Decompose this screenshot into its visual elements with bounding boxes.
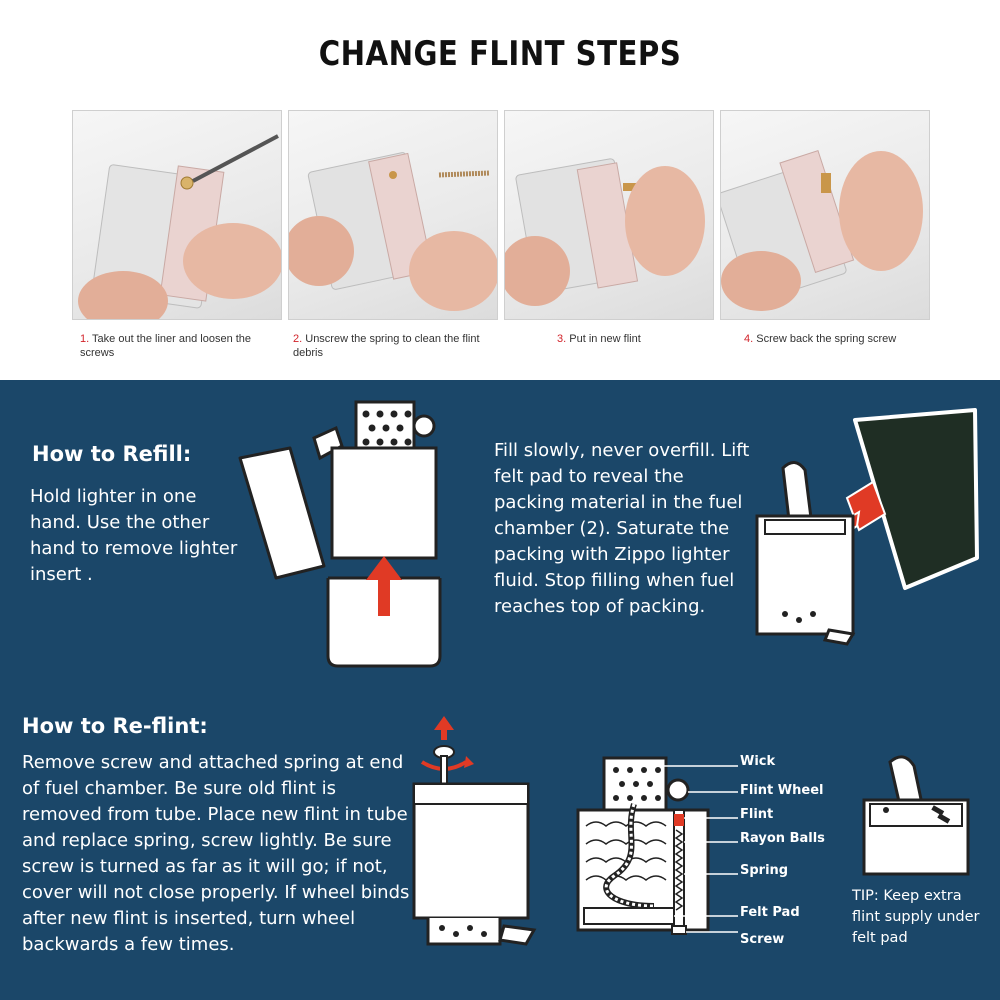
step-4-illustration [721, 150, 923, 311]
step-1-number: 1. [80, 333, 90, 345]
step-2-caption: 2. Unscrew the spring to clean the flint… [293, 332, 493, 360]
step-3-illustration [505, 158, 705, 306]
fluid-bottle-illustration [755, 408, 979, 646]
reflint-heading: How to Re-flint: [22, 714, 208, 738]
step-2-photo [288, 110, 498, 320]
label-spring: Spring [740, 863, 789, 878]
step-4-photo [720, 110, 930, 320]
step-2-number: 2. [293, 333, 303, 345]
step-1-photo [72, 110, 282, 320]
label-screw: Screw [740, 932, 785, 947]
reflint-text: Remove screw and attached spring at end … [22, 752, 410, 955]
lighter-insert-removal-illustration [238, 400, 442, 668]
steps-section: CHANGE FLINT STEPS [0, 0, 1000, 380]
screw-removal-illustration [412, 716, 537, 946]
step-1-text: Take out the liner and loosen the screws [80, 333, 252, 359]
refill-text: Hold lighter in one hand. Use the other … [30, 486, 238, 585]
lighter-cutaway-illustration [576, 756, 738, 935]
step-3-text: Put in new flint [569, 333, 641, 345]
label-wick: Wick [740, 754, 776, 769]
label-flint: Flint [740, 807, 774, 822]
step-1-caption: 1. Take out the liner and loosen the scr… [80, 332, 280, 360]
step-2-text: Unscrew the spring to clean the flint de… [293, 333, 480, 359]
step-4-caption: 4. Screw back the spring screw [744, 332, 944, 346]
refill-heading: How to Refill: [32, 442, 192, 466]
fill-instructions-text: Fill slowly, never overfill. Lift felt p… [494, 440, 750, 617]
step-1-illustration [78, 134, 281, 319]
step-2-illustration [289, 152, 497, 311]
instructions-panel: How to Refill: Hold lighter in one hand.… [0, 380, 1000, 1000]
label-felt-pad: Felt Pad [740, 905, 800, 920]
label-rayon-balls: Rayon Balls [740, 831, 825, 846]
step-4-text: Screw back the spring screw [756, 333, 897, 345]
page-title: CHANGE FLINT STEPS [318, 34, 682, 74]
tip-text: TIP: Keep extra flint supply under felt … [852, 888, 980, 946]
label-flint-wheel: Flint Wheel [740, 783, 824, 798]
step-3-number: 3. [557, 333, 567, 345]
step-4-number: 4. [744, 333, 754, 345]
felt-pad-tip-illustration [862, 755, 970, 876]
step-3-caption: 3. Put in new flint [557, 332, 707, 346]
step-3-photo [504, 110, 714, 320]
